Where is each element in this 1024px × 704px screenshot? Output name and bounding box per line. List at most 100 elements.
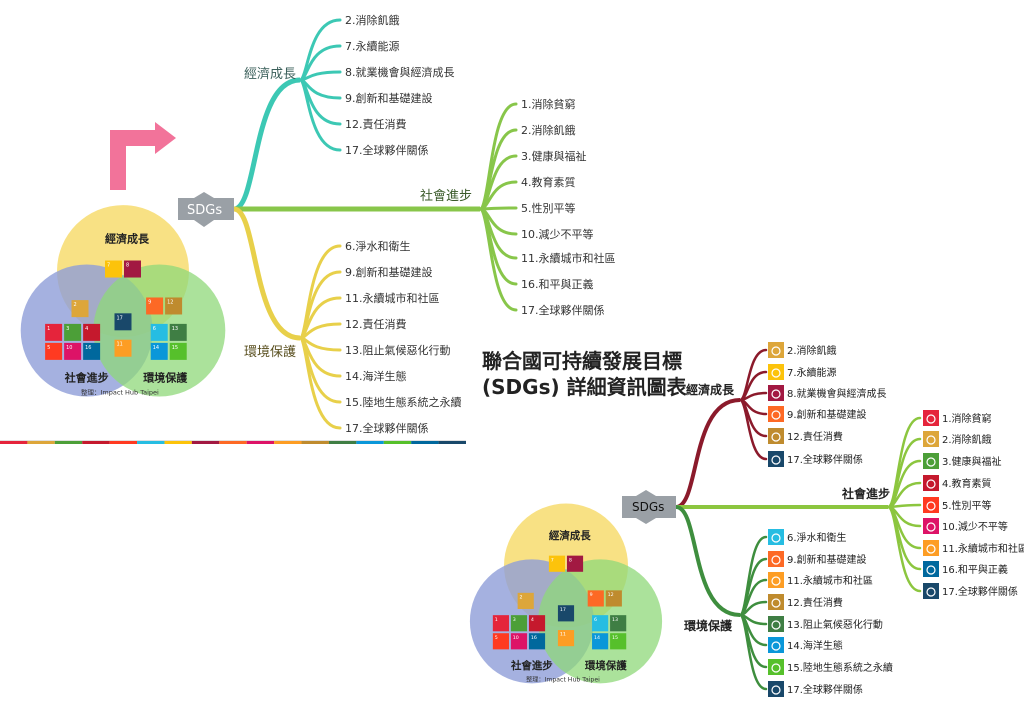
society-item: 16.和平與正義 bbox=[521, 277, 594, 291]
branch-line bbox=[298, 78, 342, 152]
color-strip-segment bbox=[54, 441, 83, 444]
environment-item: 14.海洋生態 bbox=[345, 369, 407, 383]
economy-trunk bbox=[233, 77, 301, 212]
color-strip-segment bbox=[27, 441, 55, 444]
economy-item: 7.永續能源 bbox=[787, 366, 837, 379]
svg-text:11: 11 bbox=[560, 632, 566, 638]
sdg-goal-tile: 6 bbox=[592, 615, 609, 632]
society-item: 4.教育素質 bbox=[521, 175, 576, 189]
environment-item: 6.淨水和衛生 bbox=[787, 531, 847, 544]
color-strip-segment bbox=[109, 441, 138, 444]
sdg-goal-tile: 10 bbox=[510, 633, 528, 650]
color-strip-segment bbox=[219, 441, 247, 444]
svg-text:8: 8 bbox=[569, 557, 572, 563]
society-goal-icon bbox=[923, 431, 939, 447]
economy-goal-icon bbox=[768, 406, 784, 422]
credit-text: 整理：Impact Hub Taipei bbox=[526, 676, 600, 684]
svg-text:13: 13 bbox=[612, 617, 618, 623]
society-goal-icon bbox=[923, 497, 939, 513]
svg-text:4: 4 bbox=[85, 326, 88, 332]
svg-text:16: 16 bbox=[85, 345, 91, 351]
environment-goal-icon bbox=[768, 637, 784, 653]
society-item: 1.消除貧窮 bbox=[521, 97, 576, 111]
economy-item: 9.創新和基礎建設 bbox=[345, 91, 433, 105]
color-strip-segment bbox=[301, 441, 329, 444]
environment-goal-icon bbox=[768, 594, 784, 610]
svg-text:5: 5 bbox=[47, 345, 50, 351]
svg-text:4: 4 bbox=[531, 617, 534, 623]
svg-text:9: 9 bbox=[148, 299, 151, 305]
society-goal-icon bbox=[923, 410, 939, 426]
society-item: 2.消除飢餓 bbox=[942, 433, 992, 446]
environment-item: 12.責任消費 bbox=[787, 596, 843, 609]
svg-text:7: 7 bbox=[107, 263, 110, 269]
environment-goal-icon bbox=[768, 681, 784, 697]
color-strip-segment bbox=[328, 441, 357, 444]
economy-goal-icon bbox=[768, 385, 784, 401]
environment-goal-icon bbox=[768, 659, 784, 675]
society-item: 11.永續城市和社區 bbox=[942, 542, 1024, 555]
branch-line bbox=[738, 398, 768, 461]
economy-label: 經濟成長 bbox=[244, 66, 296, 82]
pink-arrow bbox=[110, 122, 176, 190]
venn-environment-label: 環境保護 bbox=[143, 370, 188, 384]
left-color-strip bbox=[0, 441, 466, 444]
environment-item: 17.全球夥伴關係 bbox=[787, 683, 863, 696]
society-item: 3.健康與福祉 bbox=[942, 455, 1002, 468]
economy-item: 17.全球夥伴關係 bbox=[787, 453, 863, 466]
sdg-goal-tile: 3 bbox=[64, 323, 82, 341]
economy-goal-icon bbox=[768, 342, 784, 358]
environment-goal-icon bbox=[768, 529, 784, 545]
economy-item: 12.責任消費 bbox=[345, 117, 407, 131]
svg-text:7: 7 bbox=[551, 557, 554, 563]
svg-text:17: 17 bbox=[117, 315, 123, 321]
svg-text:10: 10 bbox=[66, 345, 72, 351]
society-item: 10.減少不平等 bbox=[521, 227, 594, 241]
environment-trunk bbox=[675, 505, 741, 617]
branch-line bbox=[478, 206, 518, 211]
society-goal-icon bbox=[923, 561, 939, 577]
svg-text:1: 1 bbox=[495, 617, 498, 623]
economy-goal-icon bbox=[768, 428, 784, 444]
venn-economy-label: 經濟成長 bbox=[105, 232, 150, 246]
left-mind-map: SDGs經濟成長2.消除飢餓7.永續能源8.就業機會與經濟成長9.創新和基礎建設… bbox=[178, 13, 616, 435]
color-strip-segment bbox=[191, 441, 220, 444]
sdg-goal-tile: 16 bbox=[528, 633, 546, 650]
svg-text:16: 16 bbox=[531, 635, 537, 641]
left-panel: SDGs經濟成長2.消除飢餓7.永續能源8.就業機會與經濟成長9.創新和基礎建設… bbox=[0, 13, 616, 444]
environment-item: 12.責任消費 bbox=[345, 317, 407, 331]
sdg-goal-tile: 13 bbox=[169, 323, 187, 341]
sdg-goal-tile: 14 bbox=[150, 342, 168, 360]
society-goal-icon bbox=[923, 453, 939, 469]
color-strip-segment bbox=[411, 441, 439, 444]
sdg-goal-tile: 12 bbox=[605, 590, 622, 607]
color-strip-segment bbox=[164, 441, 192, 444]
sdg-goal-tile: 11 bbox=[557, 630, 575, 647]
sdg-goal-tile: 1 bbox=[492, 615, 509, 632]
environment-trunk bbox=[233, 206, 301, 341]
sdg-goal-tile: 10 bbox=[64, 342, 82, 360]
svg-text:6: 6 bbox=[594, 617, 597, 623]
sdg-goal-tile: 7 bbox=[105, 260, 122, 278]
venn-environment-label: 環境保護 bbox=[585, 659, 627, 672]
economy-item: 2.消除飢餓 bbox=[345, 13, 400, 27]
svg-text:17: 17 bbox=[560, 607, 566, 613]
society-item: 1.消除貧窮 bbox=[942, 412, 992, 425]
society-item: 11.永續城市和社區 bbox=[521, 251, 616, 265]
branch-line bbox=[886, 505, 922, 593]
sdg-goal-tile: 3 bbox=[510, 615, 528, 632]
sdg-goal-tile: 12 bbox=[165, 297, 183, 315]
sdg-goal-tile: 9 bbox=[587, 590, 604, 607]
svg-text:8: 8 bbox=[126, 263, 129, 269]
economy-item: 8.就業機會與經濟成長 bbox=[345, 65, 455, 79]
economy-item: 8.就業機會與經濟成長 bbox=[787, 387, 887, 400]
svg-text:2: 2 bbox=[74, 302, 77, 308]
economy-label: 經濟成長 bbox=[686, 382, 735, 397]
color-strip-segment bbox=[246, 441, 275, 444]
economy-item: 2.消除飢餓 bbox=[787, 344, 837, 357]
environment-item: 11.永續城市和社區 bbox=[345, 291, 440, 305]
sdg-goal-tile: 16 bbox=[83, 342, 101, 360]
society-goal-icon bbox=[923, 540, 939, 556]
sdg-goal-tile: 5 bbox=[492, 633, 509, 650]
